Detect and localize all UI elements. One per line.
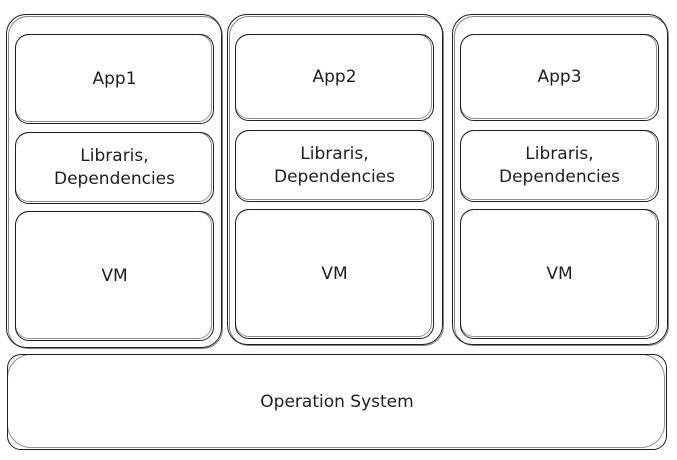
vm-label-3: VM <box>546 263 573 284</box>
libraries-label-2: Libraris, Dependencies <box>274 144 395 187</box>
libraries-label-1: Libraris, Dependencies <box>54 146 175 189</box>
vm-box-2: VM <box>235 209 434 339</box>
libraries-label-3: Libraris, Dependencies <box>499 144 620 187</box>
app-box-1: App1 <box>15 34 214 124</box>
vm-label-1: VM <box>101 265 128 286</box>
os-label: Operation System <box>260 391 414 412</box>
app-box-3: App3 <box>460 34 659 121</box>
app-box-2: App2 <box>235 34 434 121</box>
vm-label-2: VM <box>321 263 348 284</box>
vm-box-3: VM <box>460 209 659 339</box>
vm-box-1: VM <box>15 211 214 341</box>
libraries-box-2: Libraris, Dependencies <box>235 130 434 202</box>
libraries-box-3: Libraris, Dependencies <box>460 130 659 202</box>
app-label-3: App3 <box>537 67 582 88</box>
app-label-2: App2 <box>312 67 357 88</box>
libraries-box-1: Libraris, Dependencies <box>15 132 214 204</box>
app-label-1: App1 <box>92 68 137 89</box>
os-box: Operation System <box>7 354 667 450</box>
